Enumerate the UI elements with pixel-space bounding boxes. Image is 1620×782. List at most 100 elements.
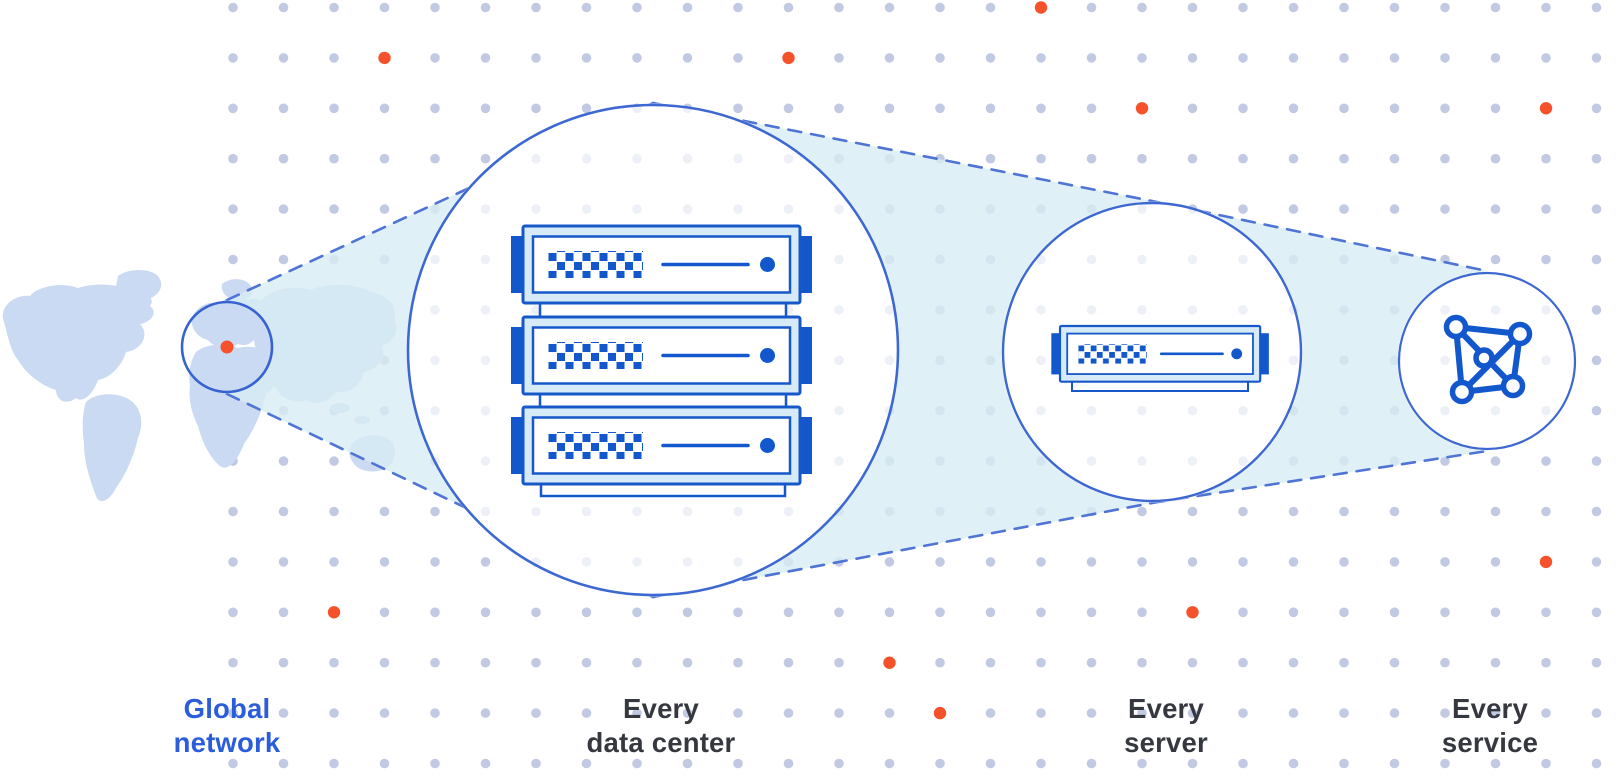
- grid-dot: [329, 53, 339, 63]
- grid-dot: [1137, 2, 1147, 13]
- grid-dot: [228, 254, 238, 265]
- grid-dot: [1591, 708, 1602, 718]
- accent-orange-dot: [327, 606, 341, 619]
- continent-north-america: [2, 284, 154, 402]
- grid-dot: [1238, 103, 1248, 114]
- grid-dot: [430, 2, 440, 13]
- grid-dot: [935, 103, 945, 114]
- accent-orange-dot: [1135, 102, 1149, 115]
- grid-dot: [985, 153, 996, 164]
- grid-dot: [1036, 557, 1046, 567]
- grid-dot: [379, 607, 390, 618]
- grid-dot: [1288, 607, 1299, 618]
- grid-dot: [379, 506, 390, 517]
- grid-dot: [884, 2, 895, 13]
- grid-dot: [1490, 657, 1501, 668]
- grid-dot: [1086, 708, 1097, 718]
- accent-orange-dot: [883, 656, 896, 669]
- grid-dot: [1187, 708, 1198, 718]
- grid-dot: [1591, 254, 1602, 265]
- grid-dot: [1440, 53, 1450, 63]
- grid-dot: [581, 657, 592, 668]
- grid-dot: [329, 456, 339, 466]
- grid-dot: [1187, 506, 1198, 517]
- grid-dot: [1288, 657, 1299, 668]
- grid-dot: [379, 657, 390, 668]
- grid-dot: [1036, 657, 1046, 668]
- grid-dot: [581, 2, 592, 13]
- grid-dot: [1086, 103, 1097, 114]
- grid-dot: [1137, 53, 1147, 63]
- grid-dot: [1288, 103, 1299, 114]
- grid-dot: [278, 53, 289, 63]
- grid-dot: [733, 657, 743, 668]
- grid-dot: [1187, 2, 1198, 13]
- grid-dot: [1541, 204, 1551, 214]
- grid-dot: [1440, 607, 1450, 618]
- grid-dot: [1288, 204, 1299, 214]
- grid-dot: [1036, 53, 1046, 63]
- grid-dot: [884, 708, 895, 718]
- grid-dot: [1288, 557, 1299, 567]
- server-unit-icon: [509, 315, 814, 396]
- grid-dot: [1440, 2, 1450, 13]
- grid-dot: [430, 557, 440, 567]
- grid-dot: [1490, 456, 1501, 466]
- server-unit-icon: [509, 405, 814, 486]
- grid-dot: [1238, 204, 1248, 214]
- grid-dot: [1440, 456, 1450, 466]
- grid-dot: [1187, 557, 1198, 567]
- grid-dot: [228, 557, 238, 567]
- grid-dot: [1036, 607, 1046, 618]
- grid-dot: [1187, 53, 1198, 63]
- grid-dot: [531, 657, 541, 668]
- grid-dot: [1137, 708, 1147, 718]
- grid-dot: [1591, 456, 1602, 466]
- grid-dot: [884, 557, 895, 567]
- continent-south-america: [82, 394, 142, 502]
- grid-dot: [1036, 708, 1046, 718]
- grid-dot: [480, 758, 491, 769]
- grid-dot: [1389, 708, 1400, 718]
- grid-dot: [1238, 758, 1248, 769]
- location-marker-icon: [220, 340, 234, 354]
- grid-dot: [228, 708, 238, 718]
- grid-dot: [1339, 557, 1349, 567]
- grid-dot: [1238, 708, 1248, 718]
- grid-dot: [1137, 657, 1147, 668]
- grid-dot: [1490, 204, 1501, 214]
- grid-dot: [278, 607, 289, 618]
- grid-dot: [329, 153, 339, 164]
- grid-dot: [1137, 506, 1147, 517]
- grid-dot: [1086, 657, 1097, 668]
- grid-dot: [1490, 103, 1501, 114]
- grid-dot: [1591, 758, 1602, 769]
- grid-dot: [733, 103, 743, 114]
- grid-dot: [379, 557, 390, 567]
- grid-dot: [1389, 153, 1400, 164]
- grid-dot: [985, 657, 996, 668]
- grid-dot: [581, 103, 592, 114]
- grid-dot: [581, 607, 592, 618]
- global-network-circle: [180, 300, 274, 394]
- grid-dot: [834, 657, 844, 668]
- grid-dot: [228, 758, 238, 769]
- grid-dot: [1339, 153, 1349, 164]
- grid-dot: [278, 254, 289, 265]
- grid-dot: [1238, 557, 1248, 567]
- grid-dot: [632, 607, 642, 618]
- grid-dot: [1389, 607, 1400, 618]
- grid-dot: [1541, 506, 1551, 517]
- grid-dot: [1591, 557, 1602, 567]
- grid-dot: [228, 506, 238, 517]
- grid-dot: [632, 2, 642, 13]
- grid-dot: [1440, 204, 1450, 214]
- grid-dot: [1036, 758, 1046, 769]
- grid-dot: [985, 53, 996, 63]
- grid-dot: [278, 204, 289, 214]
- grid-dot: [329, 557, 339, 567]
- label-every-server: Every server: [1124, 693, 1208, 758]
- grid-dot: [935, 758, 945, 769]
- grid-dot: [682, 657, 693, 668]
